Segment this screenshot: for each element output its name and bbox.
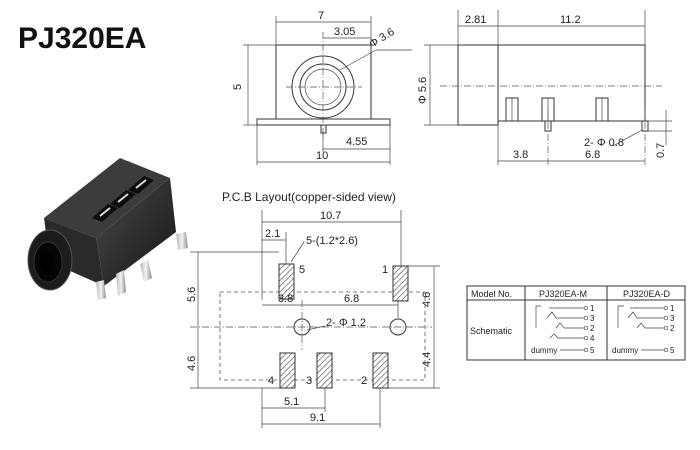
- dim-pcb-hole-spacing-b: 6.8: [344, 293, 359, 305]
- dim-pcb-height-right-bottom: 4.4: [421, 352, 433, 367]
- pad-number-4: 4: [268, 375, 274, 387]
- schematic-m-pin-5: 5: [590, 346, 595, 355]
- pad-number-1: 1: [382, 264, 388, 276]
- dim-side-front-length: 2.81: [465, 14, 486, 26]
- schematic-m-pin-3: 3: [590, 314, 595, 323]
- front-view: 7 3.05 Φ 3.6 5 4.55 10: [232, 10, 412, 165]
- dim-pcb-height-right-top: 4.6: [421, 292, 433, 307]
- dim-pcb-pad-offset: 2.1: [265, 228, 280, 240]
- dim-front-height: 5: [232, 84, 244, 90]
- dim-side-pin-spacing-b: 6.8: [585, 149, 600, 161]
- dim-pcb-pad-total-bottom: 9.1: [310, 412, 325, 424]
- dim-pcb-pad-spacing-bottom: 5.1: [284, 396, 299, 408]
- jack-product-illustration: [27, 158, 188, 300]
- dim-pcb-height-left-top: 5.6: [186, 287, 198, 302]
- dim-side-pin-spacing-a: 3.8: [513, 149, 528, 161]
- dim-pcb-hole-diameter: 2- Φ 1.2: [326, 317, 366, 329]
- side-view: 2.81 11.2 Φ 5.6 2- Φ 0.8 3.8 6.8 0.7: [417, 10, 672, 165]
- dim-side-body-length: 11.2: [560, 14, 581, 26]
- dim-front-width-bottom: 10: [316, 150, 328, 162]
- dim-pcb-pad-size: 5-(1.2*2.6): [306, 235, 358, 247]
- table-header-model-d: PJ320EA-D: [623, 289, 671, 299]
- schematic-d-pin-5: 5: [670, 346, 675, 355]
- dim-pcb-hole-spacing-a: 3.8: [278, 293, 293, 305]
- table-header-model-m: PJ320EA-M: [539, 289, 587, 299]
- schematic-d-pin-1: 1: [670, 304, 675, 313]
- dim-side-pin-diameter: 2- Φ 0.8: [584, 137, 624, 149]
- schematic-m-dummy-label: dummy: [531, 346, 557, 355]
- schematic-m-pin-4: 4: [590, 334, 595, 343]
- dim-side-diameter: Φ 5.6: [417, 77, 429, 104]
- dim-front-pin-offset: 4.55: [346, 136, 367, 148]
- pad-number-3: 3: [306, 375, 312, 387]
- schematic-d-pin-3: 3: [670, 314, 675, 323]
- table-row-label-schematic: Schematic: [470, 326, 513, 336]
- dim-front-hole-offset: 3.05: [334, 26, 355, 38]
- product-title: PJ320EA: [18, 22, 146, 55]
- pcb-layout: P.C.B Layout(copper-sided view) 5 1 4 3 …: [186, 190, 440, 428]
- schematic-m-pin-2: 2: [590, 324, 595, 333]
- dim-side-pin-length: 0.7: [655, 143, 667, 158]
- pcb-layout-heading: P.C.B Layout(copper-sided view): [222, 190, 396, 204]
- schematic-d-pin-2: 2: [670, 324, 675, 333]
- model-schematic-table: Model No. PJ320EA-M PJ320EA-D Schematic …: [466, 285, 686, 361]
- schematic-m-pin-1: 1: [590, 304, 595, 313]
- table-header-model: Model No.: [471, 289, 512, 299]
- pad-number-2: 2: [361, 375, 367, 387]
- dim-pcb-total-width: 10.7: [320, 210, 341, 222]
- dim-front-hole-dia: Φ 3.6: [367, 26, 396, 51]
- schematic-model-d: 1 3 2 5 dummy: [612, 304, 675, 355]
- schematic-model-m: 1 3 2 4 5 dummy: [531, 304, 595, 355]
- pad-number-5: 5: [299, 264, 305, 276]
- dim-pcb-height-left-bottom: 4.6: [186, 356, 198, 371]
- dim-front-width-top: 7: [318, 10, 324, 22]
- schematic-d-dummy-label: dummy: [612, 346, 638, 355]
